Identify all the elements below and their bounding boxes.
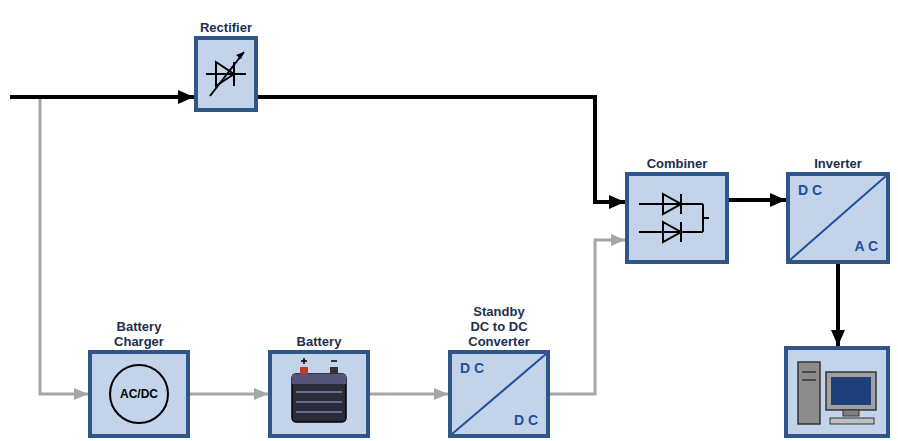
- box-text: D C: [798, 182, 822, 198]
- box-heading: Standby DC to DC Converter: [464, 304, 534, 349]
- supply-branch: [40, 97, 88, 394]
- power-connector: [550, 240, 625, 394]
- box-text: AC/DC: [120, 387, 158, 401]
- box-symbol: [629, 176, 725, 260]
- box-heading: Battery Charger: [104, 319, 174, 349]
- power-connector: [729, 198, 786, 202]
- box-heading: Rectifier: [181, 20, 271, 35]
- converter-box: Standby DC to DC ConverterD CD C: [448, 350, 550, 438]
- box-heading: Combiner: [632, 156, 722, 171]
- power-connector: [258, 97, 625, 202]
- battery-box: Battery: [268, 350, 370, 438]
- box-text: D C: [514, 412, 538, 428]
- box-symbol: [272, 354, 366, 434]
- box-symbol: [198, 40, 254, 108]
- rectifier-box: Rectifier: [194, 36, 258, 112]
- charger-box: Battery ChargerAC/DC: [88, 350, 190, 438]
- box-heading: Battery: [274, 334, 364, 349]
- inverter-box: InverterD CA C: [786, 172, 890, 264]
- load-line: [836, 264, 840, 346]
- box-heading: Inverter: [793, 156, 883, 171]
- box-text: A C: [854, 238, 878, 254]
- power-connector: [190, 393, 268, 396]
- computer-load: [786, 348, 888, 436]
- box-text: D C: [460, 360, 484, 376]
- power-connector: [370, 393, 448, 396]
- supply-line: [10, 95, 194, 99]
- combiner-box: Combiner: [625, 172, 729, 264]
